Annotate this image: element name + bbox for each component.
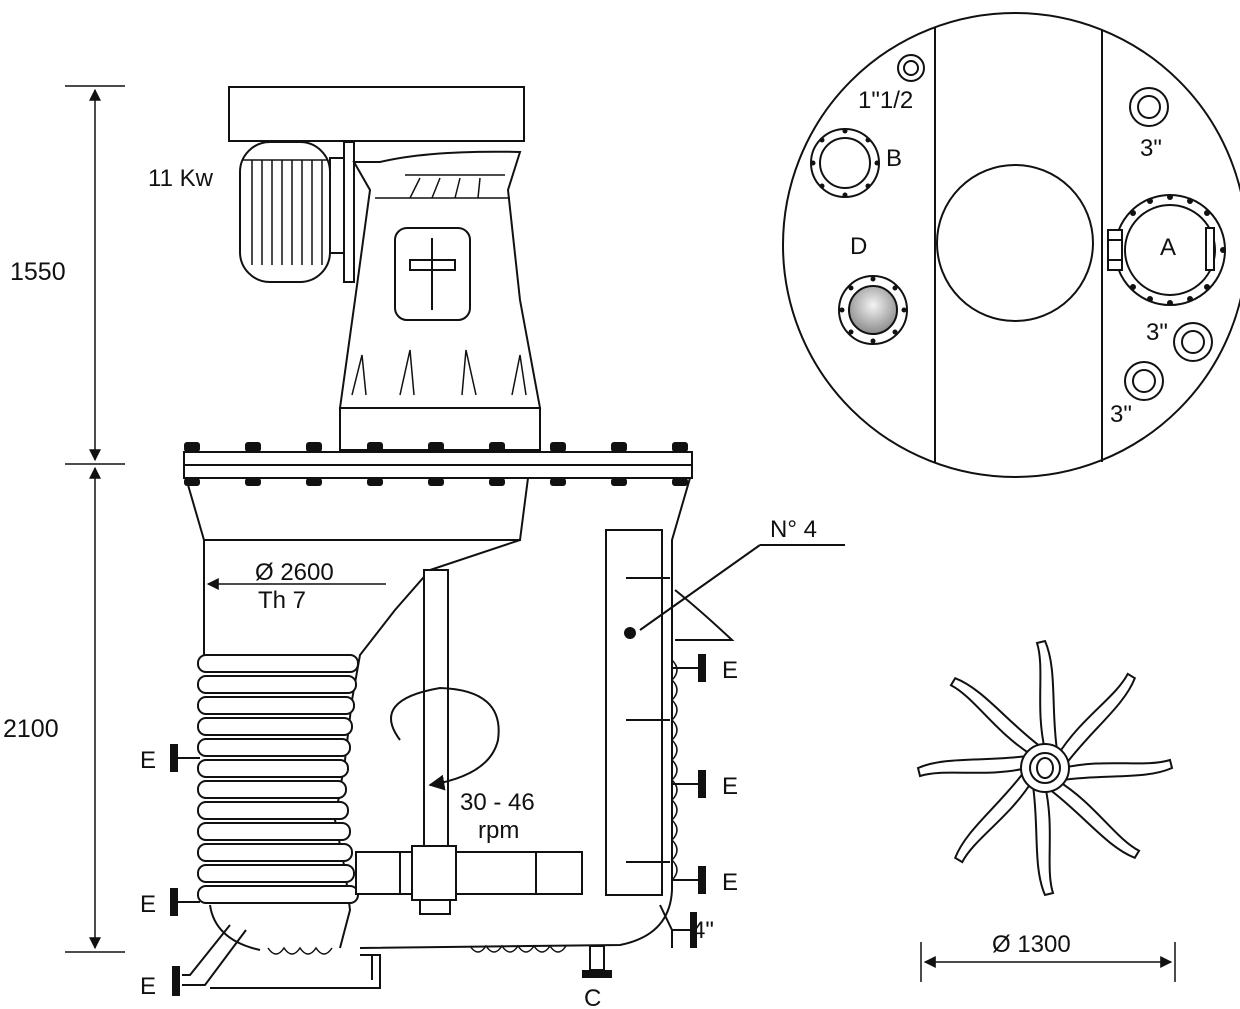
top-flange (183, 442, 693, 486)
baffle-count-label: N° 4 (770, 516, 817, 543)
impeller-diameter-label: Ø 1300 (992, 931, 1071, 958)
nozzle-e-connections (170, 654, 706, 996)
nozzle-size-3-label-3: 3" (1110, 401, 1132, 428)
nozzle-size-3-label-2: 3" (1146, 319, 1168, 346)
impeller-dimension-line (920, 942, 1176, 982)
agitator-shaft (355, 569, 583, 915)
baffle (605, 529, 845, 896)
nozzle-size-1-half-label: 1"1/2 (858, 87, 913, 114)
nozzle-b-label: B (886, 145, 902, 172)
agitator-speed-value: 30 - 46 (460, 789, 535, 816)
nozzle-c-label: C (584, 985, 601, 1009)
impeller-top-view (917, 639, 1173, 896)
motor-power-label: 11 Kw (148, 165, 214, 192)
nozzle-e-label-right-3: E (722, 869, 738, 896)
height-upper-label: 1550 (10, 258, 66, 286)
wall-thickness-label: Th 7 (258, 587, 306, 614)
height-lower-label: 2100 (3, 715, 59, 743)
top-view (782, 12, 1240, 478)
nozzle-e-label-right-2: E (722, 773, 738, 800)
nozzle-a-label: A (1160, 234, 1176, 261)
vessel-diameter-label: Ø 2600 (255, 559, 334, 586)
bottom-outlet-size-label: 4" (692, 917, 714, 944)
nozzle-e-label-left-2: E (140, 891, 156, 918)
nozzle-d-label: D (850, 233, 867, 260)
nozzle-size-3-label-1: 3" (1140, 135, 1162, 162)
drive-assembly (228, 86, 542, 451)
nozzle-e-label-left-1: E (140, 747, 156, 774)
agitator-speed-unit: rpm (478, 817, 519, 844)
nozzle-e-label-right-1: E (722, 657, 738, 684)
heating-coil (197, 654, 567, 955)
nozzle-e-label-left-3: E (140, 973, 156, 1000)
height-dimension-line (65, 85, 125, 953)
